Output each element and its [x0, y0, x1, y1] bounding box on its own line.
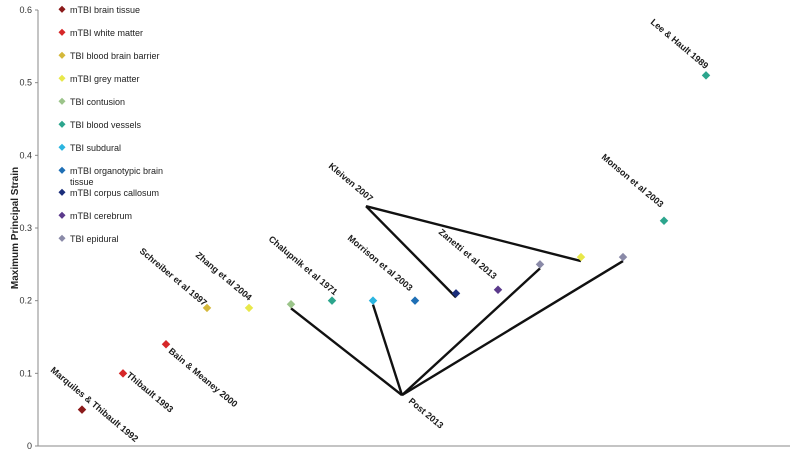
y-tick-label: 0.6 — [19, 5, 32, 15]
y-tick-label: 0 — [27, 441, 32, 451]
connector-line — [401, 267, 541, 397]
legend-marker — [58, 166, 66, 174]
point-label: Monson et al 2003 — [600, 152, 666, 209]
connector-line — [290, 307, 403, 397]
point-label: Morrison et al 2003 — [346, 233, 415, 293]
legend-label: TBI blood brain barrier — [70, 51, 160, 61]
connector-line — [365, 205, 582, 263]
legend-label: mTBI grey matter — [70, 74, 140, 84]
data-point — [161, 340, 171, 349]
y-tick-label: 0.1 — [19, 368, 32, 378]
y-tick-label: 0.5 — [19, 78, 32, 88]
data-point — [244, 303, 254, 313]
point-label: Chalupnik et al 1971 — [267, 234, 340, 297]
y-axis-title: Maximum Principal Strain — [10, 167, 21, 289]
data-point — [701, 71, 711, 80]
legend-marker — [58, 51, 66, 59]
axes: 0 0.1 0.2 0.3 0.4 0.5 0.6 — [19, 5, 790, 451]
connector-line — [401, 260, 624, 397]
y-tick-label: 0.4 — [19, 150, 32, 160]
data-points — [77, 71, 711, 414]
y-tick-label: 0.3 — [19, 223, 32, 233]
legend-label: mTBI white matter — [70, 28, 143, 38]
data-point — [327, 296, 337, 305]
legend-marker — [58, 211, 66, 219]
legend-marker — [58, 97, 66, 105]
data-point — [535, 260, 545, 269]
data-point — [618, 252, 628, 262]
point-label: Lee & Hault 1989 — [649, 17, 711, 71]
data-point — [202, 303, 212, 313]
data-point — [77, 405, 87, 414]
y-tick-label: 0.2 — [19, 296, 32, 306]
data-point — [451, 289, 461, 298]
connector-annotation-label: Post 2013 — [407, 396, 446, 431]
data-point — [286, 300, 296, 309]
legend-label: mTBI brain tissue — [70, 5, 140, 15]
point-label: Thibault 1993 — [125, 370, 175, 415]
connector-line — [365, 205, 457, 299]
data-point — [368, 296, 378, 305]
connector-lines — [290, 205, 624, 397]
data-point — [118, 369, 128, 378]
legend-label: mTBI corpus callosum — [70, 188, 159, 198]
legend-marker — [58, 120, 66, 128]
legend-marker — [58, 143, 66, 151]
connector-annotation-label: Kleiven 2007 — [327, 161, 375, 204]
legend-marker — [58, 188, 66, 196]
legend-marker — [58, 5, 66, 13]
legend-label: mTBI cerebrum — [70, 211, 132, 221]
legend-marker — [58, 28, 66, 36]
data-point — [493, 285, 503, 295]
point-label: Bain & Meaney 2000 — [167, 346, 240, 409]
connector-line — [371, 304, 404, 396]
legend-label: TBI subdural — [70, 143, 121, 153]
data-point — [659, 216, 669, 225]
legend-label: TBI blood vessels — [70, 120, 142, 130]
legend-label: TBI contusion — [70, 97, 125, 107]
point-label: Zanetti et al 2013 — [437, 227, 499, 281]
legend-label: TBI epidural — [70, 234, 119, 244]
legend-marker — [58, 234, 66, 242]
legend-marker — [58, 74, 66, 82]
data-point — [410, 296, 420, 305]
